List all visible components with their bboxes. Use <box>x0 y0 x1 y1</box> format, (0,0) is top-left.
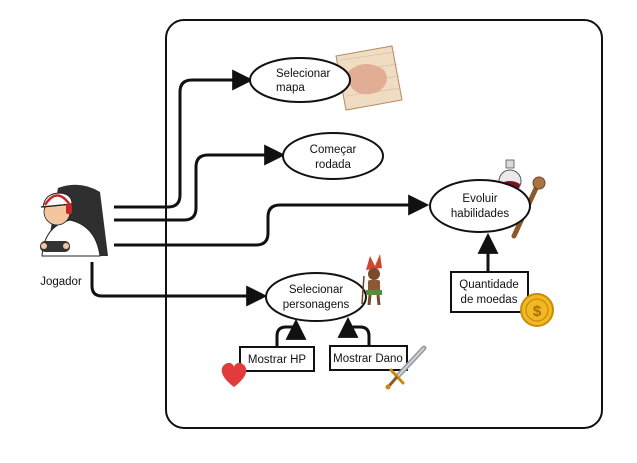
comecar-rodada-line2: rodada <box>315 159 351 171</box>
arrow-to-selecionar-mapa <box>114 69 254 209</box>
sword-icon <box>385 345 427 390</box>
actor-jogador: Jogador <box>40 184 108 288</box>
arrow-hp-to-personagens <box>275 318 307 347</box>
system-boundary <box>165 19 603 429</box>
selecionar-mapa-line2: mapa <box>276 82 305 94</box>
quantidade-moedas-line2: de moedas <box>461 294 518 306</box>
treasure-map-icon <box>335 45 403 111</box>
selecionar-mapa-line1: Selecionar <box>276 68 331 80</box>
use-case-selecionar-mapa: Selecionar mapa <box>249 45 403 111</box>
tribal-warrior-icon <box>361 254 382 306</box>
mostrar-hp-label: Mostrar HP <box>248 354 306 366</box>
selecionar-personagens-line1: Selecionar <box>289 284 344 296</box>
gamer-with-headset-icon <box>40 184 108 257</box>
svg-text:$: $ <box>533 303 542 320</box>
heart-icon <box>221 362 247 387</box>
comecar-rodada-line1: Começar <box>310 144 357 156</box>
gold-coin-icon: $ <box>520 293 554 327</box>
evoluir-habilidades-line2: habilidades <box>451 208 509 220</box>
actor-label: Jogador <box>40 276 82 288</box>
box-mostrar-dano: Mostrar Dano <box>329 316 427 390</box>
arrow-dano-to-personagens <box>337 316 371 346</box>
quantidade-moedas-line1: Quantidade <box>459 279 518 291</box>
use-case-selecionar-personagens: Selecionar personagens <box>265 254 382 322</box>
box-mostrar-hp: Mostrar HP <box>221 318 315 387</box>
arrow-to-selecionar-personagens <box>90 262 268 307</box>
use-case-comecar-rodada: Começar rodada <box>282 132 384 180</box>
box-quantidade-moedas: Quantidade de moedas $ <box>450 232 554 327</box>
mostrar-dano-label: Mostrar Dano <box>333 353 403 365</box>
evoluir-habilidades-line1: Evoluir <box>462 193 497 205</box>
selecionar-personagens-line2: personagens <box>283 299 350 311</box>
arrow-to-comecar-rodada <box>114 144 286 222</box>
use-case-evoluir-habilidades: Evoluir habilidades <box>429 159 546 239</box>
arrow-to-evoluir-habilidades <box>114 194 430 247</box>
